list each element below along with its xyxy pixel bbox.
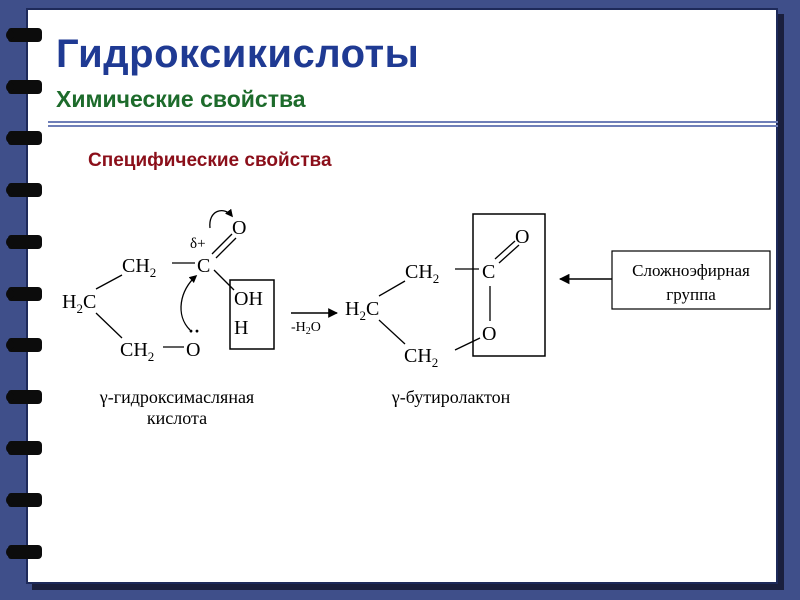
bond-h2c-ch2-top bbox=[378, 280, 406, 297]
bond-c-o-double-2 bbox=[215, 237, 237, 259]
product-structure: CH2 H2C CH2 C O O bbox=[345, 213, 546, 370]
binding-ring bbox=[6, 441, 42, 455]
callout-line1: Сложноэфирная bbox=[632, 261, 750, 280]
page-title: Гидроксикислоты bbox=[56, 32, 420, 76]
partial-charge-label: δ+ bbox=[190, 236, 206, 252]
reaction-condition: -H2O bbox=[291, 320, 321, 337]
binding-ring bbox=[6, 545, 42, 559]
ester-callout: Сложноэфирная группа bbox=[558, 250, 771, 310]
bond-h2c-ch2-top bbox=[95, 274, 123, 290]
reactant-structure: CH2 H2C CH2 C O O ·· δ+ OH H bbox=[62, 208, 275, 364]
bond-c-o-double-1 bbox=[494, 240, 516, 260]
title-divider bbox=[48, 121, 778, 127]
binding-ring bbox=[6, 235, 42, 249]
reactant-bonds bbox=[95, 233, 237, 348]
product-ch2-bottom: CH2 bbox=[404, 345, 438, 370]
reactant-carbon: C bbox=[197, 255, 210, 277]
reaction-arrow-group: -H2O bbox=[291, 308, 338, 337]
reactant-oxygen-carbonyl: O bbox=[232, 217, 246, 239]
binding-ring bbox=[6, 390, 42, 404]
product-name: γ-бутиролактон bbox=[391, 387, 511, 407]
oh-group-line2: H bbox=[234, 317, 248, 339]
curly-arrow-attack bbox=[180, 274, 198, 331]
product-h2c: H2C bbox=[345, 298, 379, 323]
bond-h2c-ch2-bottom bbox=[378, 319, 406, 345]
oh-leaving-group-box bbox=[229, 279, 275, 350]
reactant-name-line1: γ-гидроксимасляная bbox=[99, 387, 254, 407]
reactant-name-line2: кислота bbox=[147, 408, 207, 428]
reactant-ch2-top: CH2 bbox=[122, 255, 156, 280]
curly-arrow-carbonyl bbox=[209, 208, 233, 229]
binding-ring bbox=[6, 493, 42, 507]
callout-box bbox=[611, 250, 771, 310]
binding-ring bbox=[6, 80, 42, 94]
lone-pair-dots: ·· bbox=[188, 321, 200, 341]
bond-c-o-double-1 bbox=[211, 233, 233, 255]
reactant-oxygen-hydroxyl: O bbox=[186, 339, 200, 361]
product-carbon: C bbox=[482, 261, 495, 283]
callout-line2: группа bbox=[666, 285, 716, 304]
binding-ring bbox=[6, 131, 42, 145]
product-bonds bbox=[378, 240, 520, 351]
bond-o-ch2 bbox=[454, 337, 481, 351]
bond-c-oh bbox=[213, 269, 235, 291]
section-heading: Специфические свойства bbox=[88, 150, 332, 171]
binding-ring bbox=[6, 183, 42, 197]
oh-group-line1: OH bbox=[234, 288, 263, 310]
reactant-h2c: H2C bbox=[62, 291, 96, 316]
product-ch2-top: CH2 bbox=[405, 261, 439, 286]
reactant-ch2-bottom: CH2 bbox=[120, 339, 154, 364]
bond-c-o-double-2 bbox=[498, 244, 520, 264]
page-subtitle: Химические свойства bbox=[56, 86, 306, 112]
bond-h2c-ch2-bottom bbox=[95, 312, 123, 339]
ester-group-box bbox=[472, 213, 546, 357]
binding-ring bbox=[6, 28, 42, 42]
binding-ring bbox=[6, 338, 42, 352]
product-oxygen-carbonyl: O bbox=[515, 226, 529, 248]
binding-ring bbox=[6, 287, 42, 301]
product-oxygen-ring: O bbox=[482, 323, 496, 345]
